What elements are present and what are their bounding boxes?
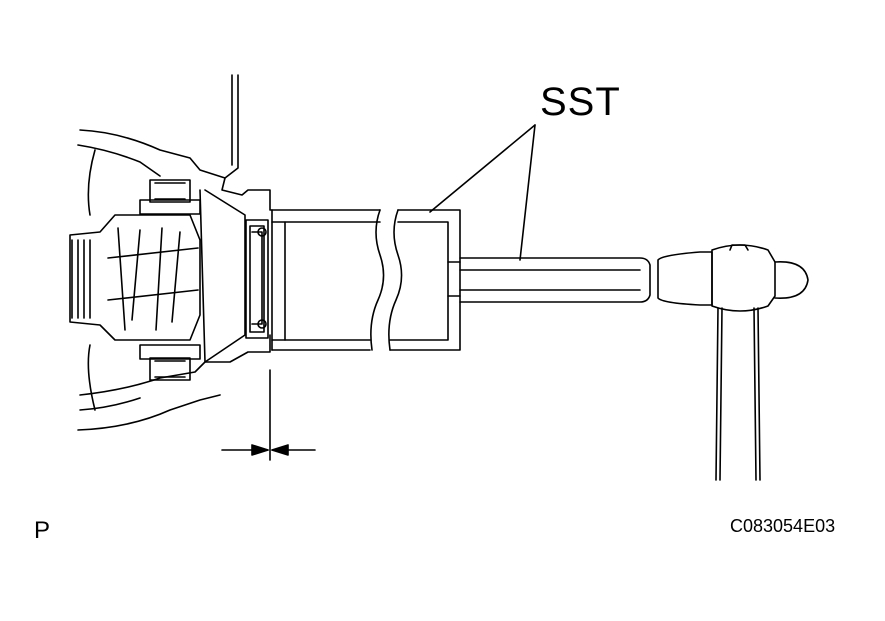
figure-code: C083054E03	[730, 516, 836, 536]
sst-leader-lines	[429, 124, 536, 261]
sst-tool	[271, 209, 651, 351]
pinion-gear	[69, 149, 201, 411]
lower-bearing	[139, 344, 201, 381]
differential-housing	[77, 74, 273, 431]
depth-dimension	[221, 369, 316, 461]
sst-label: SST	[540, 80, 621, 124]
hammer	[657, 244, 809, 481]
corner-mark: P	[34, 517, 51, 544]
upper-bearing	[139, 179, 201, 215]
oil-seal	[245, 219, 269, 339]
